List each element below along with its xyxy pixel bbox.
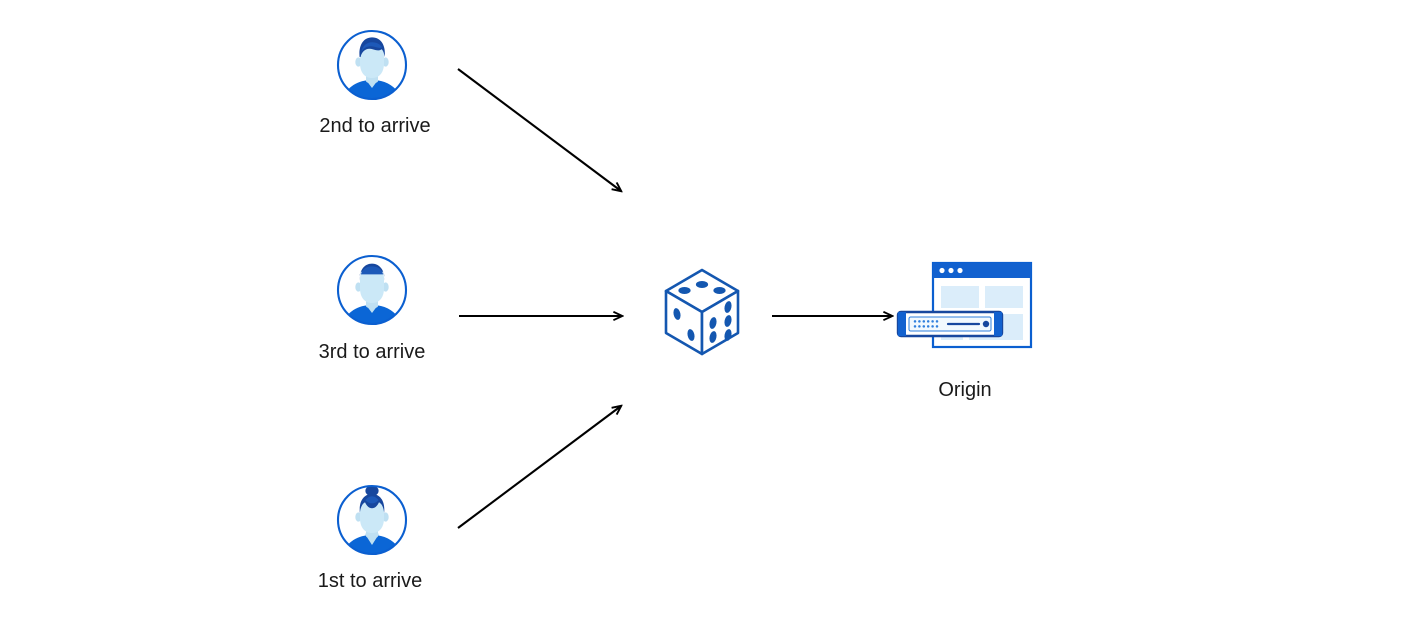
client-label-1st: 1st to arrive	[317, 570, 423, 592]
client-avatar-2nd[interactable]	[335, 28, 409, 107]
user-avatar-icon	[336, 29, 408, 101]
arrow-1st-to-dice	[457, 406, 621, 529]
user-avatar-icon	[336, 484, 408, 556]
dice-icon	[664, 268, 740, 356]
user-avatar-icon	[336, 254, 408, 326]
client-label-2nd: 2nd to arrive	[319, 115, 431, 137]
origin-label: Origin	[938, 379, 992, 401]
origin-node[interactable]	[893, 258, 1035, 365]
client-avatar-1st[interactable]	[335, 483, 409, 562]
client-avatar-3rd[interactable]	[335, 253, 409, 332]
randomizer-node[interactable]	[660, 266, 744, 363]
server-appliance-icon	[896, 310, 1004, 338]
client-label-3rd: 3rd to arrive	[318, 341, 426, 363]
origin-server-icon	[896, 261, 1033, 349]
arrow-2nd-to-dice	[457, 68, 621, 191]
